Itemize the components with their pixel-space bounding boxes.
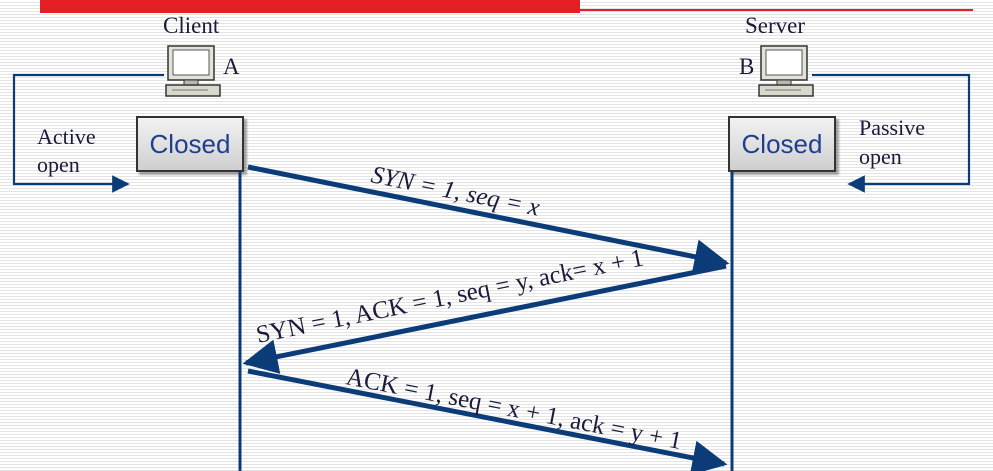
message-ack-label: ACK = 1, seq = x + 1, ack = y + 1: [344, 363, 684, 455]
message-syn: SYN = 1, seq = x: [247, 161, 730, 274]
message-syn-ack: SYN = 1, ACK = 1, seq = y, ack= x + 1: [242, 244, 727, 374]
server-loop-line: [812, 73, 971, 193]
client-action-label: Active open: [37, 124, 96, 177]
server-state-box: Closed: [728, 116, 836, 172]
message-syn-ack-label: SYN = 1, ACK = 1, seq = y, ack= x + 1: [254, 244, 646, 348]
client-host-letter: A: [223, 54, 240, 79]
client-title: Client: [163, 13, 220, 38]
title-accent-line: [580, 9, 973, 11]
server-host-letter: B: [739, 54, 755, 79]
client-loop-line: [12, 73, 164, 193]
message-syn-label: SYN = 1, seq = x: [369, 161, 542, 221]
server-action-label: Passive open: [859, 115, 925, 169]
server-computer-icon: [758, 45, 814, 97]
client-computer-icon: [165, 45, 221, 97]
message-ack: ACK = 1, seq = x + 1, ack = y + 1: [247, 363, 728, 471]
client-state-box: Closed: [136, 116, 244, 172]
title-accent-bar: [40, 0, 580, 13]
server-title: Server: [745, 13, 806, 38]
